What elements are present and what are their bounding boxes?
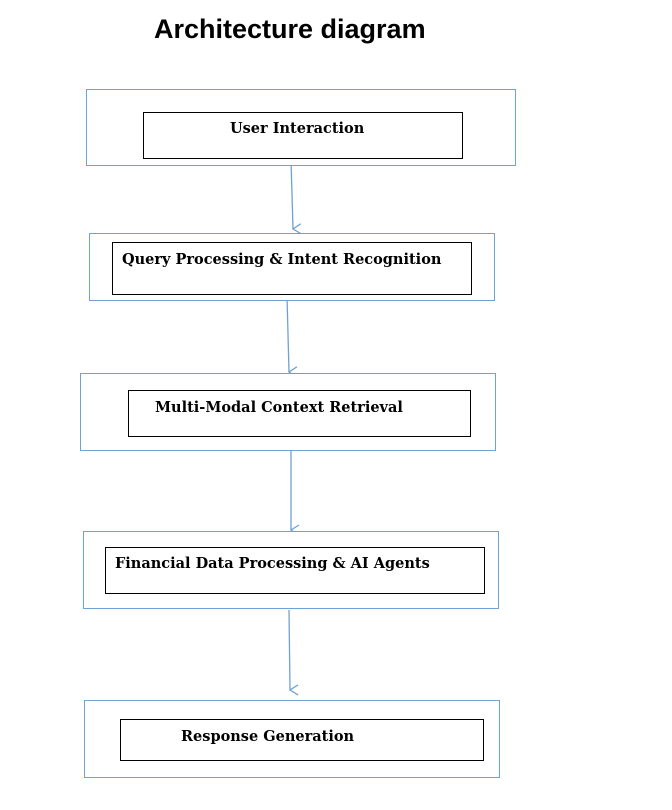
node-query-processing-box bbox=[112, 242, 472, 295]
arrow-financial-to-response bbox=[288, 609, 299, 696]
node-context-retrieval-box bbox=[128, 390, 471, 437]
node-response-generation-box bbox=[120, 719, 484, 761]
node-user-interaction-label: User Interaction bbox=[230, 120, 365, 137]
node-response-generation-label: Response Generation bbox=[181, 728, 355, 745]
arrow-query-to-context bbox=[286, 295, 298, 378]
node-financial-processing-label: Financial Data Processing & AI Agents bbox=[115, 555, 430, 572]
node-query-processing-label: Query Processing & Intent Recognition bbox=[122, 251, 442, 268]
arrow-user-to-query bbox=[290, 159, 302, 235]
diagram-title: Architecture diagram bbox=[154, 14, 426, 44]
node-financial-processing-box bbox=[105, 547, 485, 594]
node-user-interaction-box bbox=[143, 112, 463, 159]
node-context-retrieval-label: Multi-Modal Context Retrieval bbox=[155, 399, 403, 416]
